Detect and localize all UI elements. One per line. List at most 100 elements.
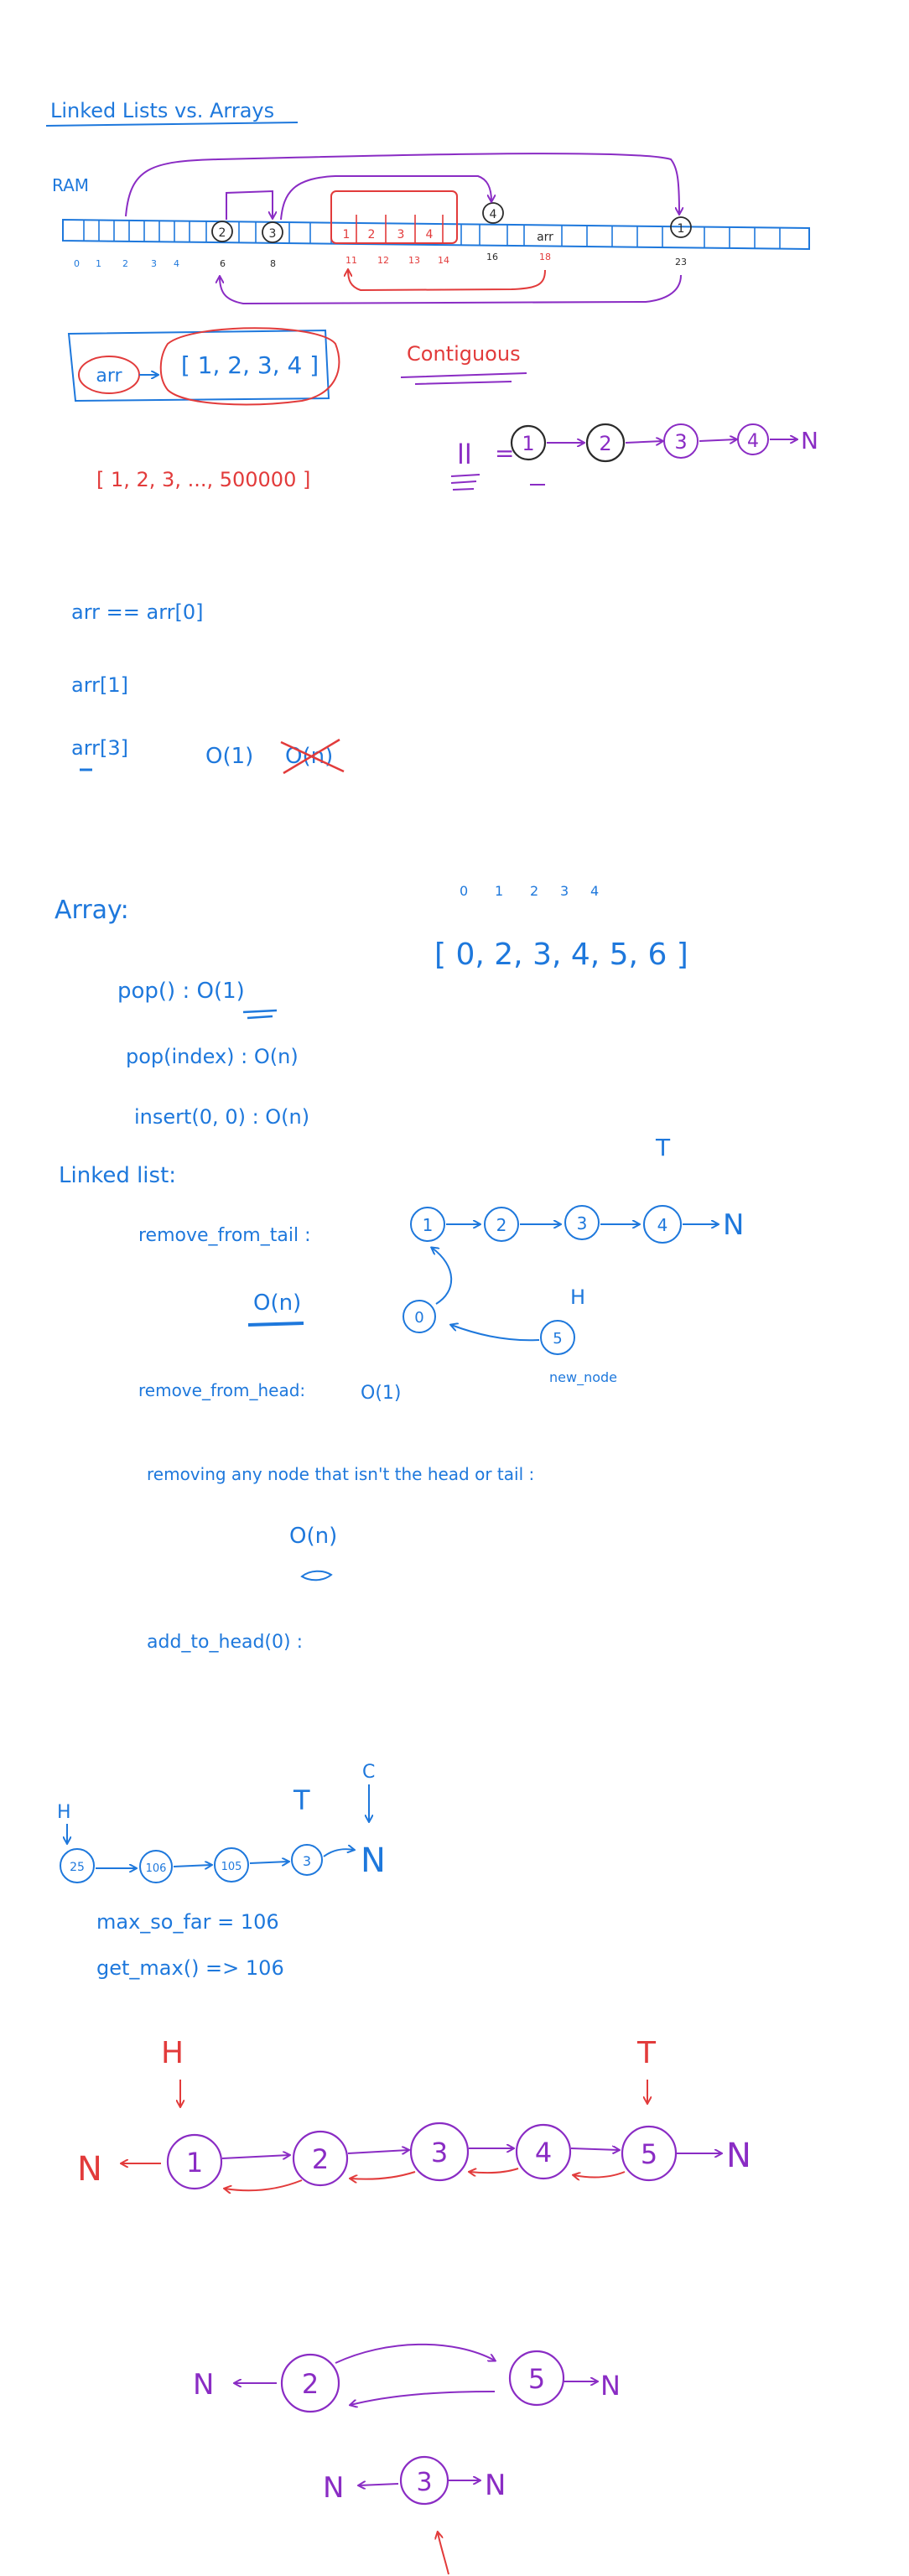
title-underline — [45, 122, 299, 127]
linked-op-cost: O(1) — [361, 1383, 401, 1404]
linked-op: removing any node that isn't the head or… — [147, 1464, 534, 1484]
array-access-notes: arr == arr[0] arr[1] arr[3] O(1) O(n) — [71, 600, 345, 775]
big-array: [ 1, 2, 3, ..., 500000 ] — [96, 468, 310, 491]
linked-list-operations: Linked list: remove_from_tail : O(n) rem… — [59, 1134, 744, 1653]
ram-cell-value: 1 — [678, 222, 685, 236]
get-max: get_max() => 106 — [96, 1956, 284, 1980]
head-label: H — [570, 1285, 585, 1309]
arr-values-blob — [159, 327, 340, 406]
contiguous-label: Contiguous — [407, 342, 521, 366]
max-node-value: 105 — [221, 1861, 242, 1873]
node-end: N — [723, 1208, 744, 1242]
access-line: arr == arr[0] — [71, 600, 204, 624]
ram-label: RAM — [52, 175, 89, 195]
dll-node-value: 5 — [641, 2138, 657, 2170]
removal-node-circle — [508, 2350, 565, 2407]
ll-node-value: 2 — [599, 432, 611, 455]
ram-strip — [62, 218, 810, 251]
array-op: insert(0, 0) : O(n) — [134, 1105, 309, 1129]
access-line: arr[3] — [71, 736, 128, 760]
ram-address: 0 — [74, 258, 80, 269]
array-index: 4 — [590, 883, 599, 899]
ram-cell-dividers — [83, 220, 781, 249]
ll-node-value: 3 — [674, 430, 687, 454]
linked-op-cost: O(n) — [253, 1291, 301, 1316]
dll-node-circle — [621, 2125, 678, 2182]
ram-cell-value: 2 — [219, 226, 226, 240]
ram-diagram: RAM 2 3 1 2 3 4 — [52, 153, 810, 305]
ram-address: 11 — [345, 255, 357, 266]
dll-head-label: H — [161, 2036, 184, 2070]
ram-address: 12 — [377, 255, 389, 266]
max-node-circle — [214, 1847, 249, 1883]
pointer-arrow — [125, 153, 679, 217]
ram-address: 23 — [675, 257, 687, 267]
page-title: Linked Lists vs. Arrays — [50, 99, 274, 122]
access-line: arr[1] — [71, 673, 128, 697]
ll-node-circle — [585, 423, 626, 463]
node-removal-diagram: N 2 5 N N 3 N — [193, 2343, 621, 2575]
array-op: pop(index) : O(n) — [126, 1045, 299, 1068]
iso-left-end: N — [323, 2471, 344, 2505]
max-node-circle — [60, 1848, 95, 1883]
ram-node-circle — [670, 216, 692, 238]
max-node-value: 106 — [146, 1862, 167, 1875]
array-index: 3 — [560, 883, 569, 899]
array-index: 1 — [495, 883, 503, 899]
iso-node-value: 3 — [416, 2468, 432, 2497]
max-node-value: 25 — [70, 1861, 85, 1874]
max-so-far: max_so_far = 106 — [96, 1910, 279, 1934]
ram-node-circle — [211, 221, 233, 242]
ram-cell-value: 1 — [343, 228, 351, 242]
ll-equals: = — [495, 439, 514, 467]
node-circle — [410, 1207, 445, 1242]
max-node-circle — [291, 1844, 323, 1876]
zero-node-value: 0 — [414, 1309, 423, 1327]
pointer-arrow — [226, 190, 273, 220]
removal-node-value: 2 — [302, 2368, 319, 2400]
contiguous-block — [330, 190, 458, 244]
ram-address: 14 — [438, 255, 449, 266]
ll-node-circle — [510, 424, 547, 461]
linked-op: remove_from_head: — [138, 1380, 305, 1400]
removal-node-circle — [280, 2353, 340, 2413]
linked-ops-diagram: T 1 2 3 4 N H 0 5 new_node — [403, 1134, 744, 1386]
ram-address: 18 — [539, 252, 551, 262]
max-tail-label: T — [293, 1784, 310, 1816]
node-value: 1 — [423, 1215, 434, 1235]
array-index: 0 — [460, 883, 468, 899]
ll-end: N — [801, 427, 818, 454]
max-node-circle — [139, 1850, 173, 1883]
new-node-circle — [540, 1320, 575, 1355]
linked-op-cost: O(n) — [289, 1524, 337, 1549]
dll-node-circle — [292, 2130, 349, 2187]
pointer-arrow-up — [438, 2532, 449, 2575]
ram-address: 16 — [486, 252, 498, 262]
max-node-value: 3 — [303, 1853, 311, 1869]
node-value: 3 — [577, 1213, 588, 1233]
iso-right-end: N — [485, 2469, 506, 2502]
pointer-arrow — [348, 270, 546, 292]
dll-tail-label: T — [636, 2036, 657, 2070]
dll-node-value: 2 — [312, 2143, 329, 2175]
iso-node-circle — [399, 2455, 449, 2506]
ram-node-circle — [262, 221, 283, 243]
dll-node-value: 3 — [431, 2137, 448, 2168]
linked-list-top: ll = 1 2 3 4 N — [450, 423, 818, 491]
ram-cell-value: 4 — [490, 208, 497, 221]
array-heading: Array: — [55, 896, 129, 925]
removal-node-value: 5 — [528, 2363, 545, 2395]
doubly-linked-list: H T N 1 2 3 4 5 N — [77, 2036, 751, 2190]
cross-out-mark — [280, 738, 345, 775]
dll-node-value: 1 — [186, 2147, 203, 2179]
pointer-arrow — [280, 175, 491, 221]
node-value: 4 — [657, 1215, 668, 1235]
array-list: [ 0, 2, 3, 4, 5, 6 ] — [434, 937, 688, 972]
new-node-label: new_node — [549, 1369, 617, 1386]
arr-variable-diagram: arr [ 1, 2, 3, 4 ] — [67, 327, 340, 406]
array-op: pop() : O(1) — [117, 979, 245, 1004]
dll-node-circle — [166, 2133, 223, 2190]
ram-cell-value: 2 — [368, 228, 376, 242]
ll-var: ll — [457, 439, 472, 470]
